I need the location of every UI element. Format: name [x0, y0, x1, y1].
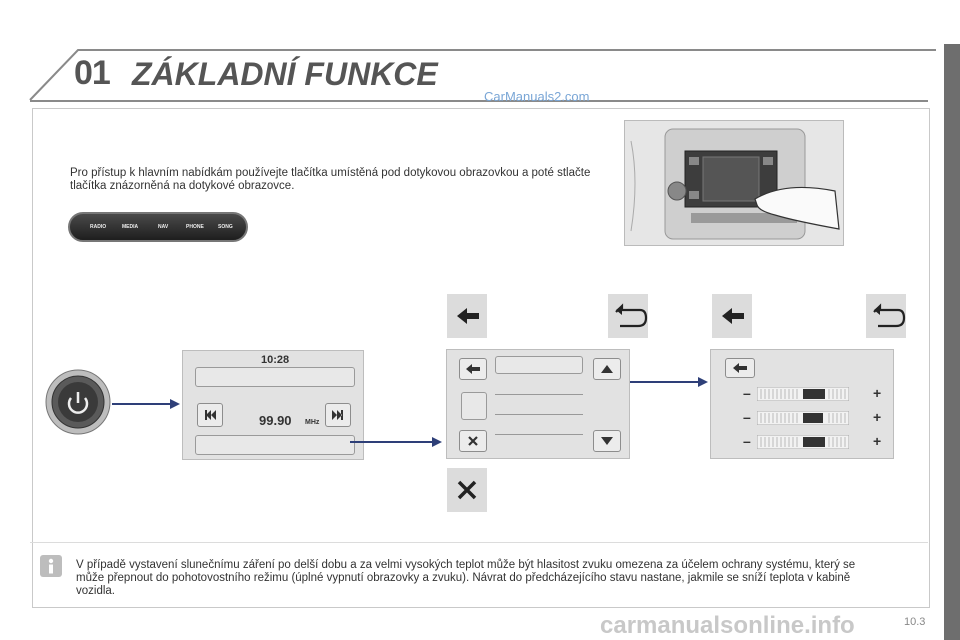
- close-x-icon: [468, 436, 478, 446]
- back-arrow-icon: [733, 363, 747, 373]
- skip-forward-icon: [332, 410, 343, 420]
- nav-button[interactable]: NAV: [158, 224, 169, 230]
- return-arrow-icon: [615, 303, 648, 328]
- increase-button[interactable]: +: [873, 409, 882, 425]
- audio-back-button[interactable]: [725, 358, 755, 378]
- return-tile: [608, 294, 648, 338]
- clock-text: 10:28: [261, 354, 290, 366]
- watermark: CarManuals2.com: [484, 89, 590, 104]
- decrease-button[interactable]: –: [743, 409, 751, 425]
- header-rule: [30, 100, 928, 102]
- return-arrow-icon: [873, 303, 906, 328]
- menu-divider: [495, 434, 583, 435]
- scroll-down-button[interactable]: [593, 430, 621, 452]
- increase-button[interactable]: +: [873, 385, 882, 401]
- intro-text: Pro přístup k hlavním nabídkám používejt…: [70, 167, 591, 192]
- frequency-text: 99.90: [259, 413, 292, 428]
- radio-button[interactable]: RADIO: [90, 224, 107, 230]
- menu-divider: [495, 414, 583, 415]
- radio-screen: 10:28 99.90 MHz: [182, 350, 364, 460]
- dashboard-illustration: [624, 120, 844, 246]
- close-tile: [447, 468, 487, 512]
- level-bar[interactable]: [756, 386, 850, 402]
- menu-side-slot[interactable]: [461, 392, 487, 420]
- skip-back-icon: [205, 410, 216, 420]
- power-icon: [45, 369, 111, 435]
- page-edge-bar: [944, 44, 960, 640]
- close-x-icon: [457, 480, 477, 500]
- increase-button[interactable]: +: [873, 433, 882, 449]
- back-arrow-icon: [457, 308, 479, 324]
- chapter-number: 01: [74, 54, 111, 92]
- power-knob[interactable]: [44, 368, 112, 436]
- menu-back-button[interactable]: [459, 358, 487, 380]
- seek-back-button[interactable]: [197, 403, 223, 427]
- info-icon: [48, 558, 54, 574]
- back-tile-2: [712, 294, 752, 338]
- info-box: [40, 555, 62, 577]
- back-arrow-icon: [722, 308, 744, 324]
- page-title: ZÁKLADNÍ FUNKCE: [132, 56, 438, 92]
- note-divider: [30, 542, 928, 543]
- arrow-to-menu: [350, 437, 442, 447]
- decrease-button[interactable]: –: [743, 385, 751, 401]
- level-bar[interactable]: [756, 410, 850, 426]
- page-number: 10.3: [904, 616, 926, 628]
- level-bar[interactable]: [756, 434, 850, 450]
- content-frame: [32, 108, 930, 608]
- frequency-unit: MHz: [305, 419, 320, 426]
- arrow-to-radio: [112, 399, 180, 409]
- preset-row-top[interactable]: [195, 367, 355, 387]
- triangle-up-icon: [601, 365, 613, 373]
- header-corner: [29, 49, 936, 101]
- audio-settings-screen: – + – + – +: [710, 349, 894, 459]
- return-tile-2: [866, 294, 906, 338]
- menu-divider: [495, 394, 583, 395]
- decrease-button[interactable]: –: [743, 433, 751, 449]
- hardware-button-bar: RADIO MEDIA NAV PHONE SONG: [68, 212, 248, 242]
- menu-item-1[interactable]: [495, 356, 583, 374]
- back-arrow-icon: [466, 364, 480, 374]
- seek-forward-button[interactable]: [325, 403, 351, 427]
- triangle-down-icon: [601, 437, 613, 445]
- back-tile: [447, 294, 487, 338]
- menu-screen: [446, 349, 630, 459]
- preset-row-bottom[interactable]: [195, 435, 355, 455]
- setup-button[interactable]: SONG: [218, 224, 233, 230]
- media-button[interactable]: MEDIA: [122, 224, 139, 230]
- scroll-up-button[interactable]: [593, 358, 621, 380]
- footer-watermark: carmanualsonline.info: [600, 612, 855, 639]
- note-text: V případě vystavení slunečnímu záření po…: [76, 559, 856, 597]
- menu-close-button[interactable]: [459, 430, 487, 452]
- phone-button[interactable]: PHONE: [186, 224, 204, 230]
